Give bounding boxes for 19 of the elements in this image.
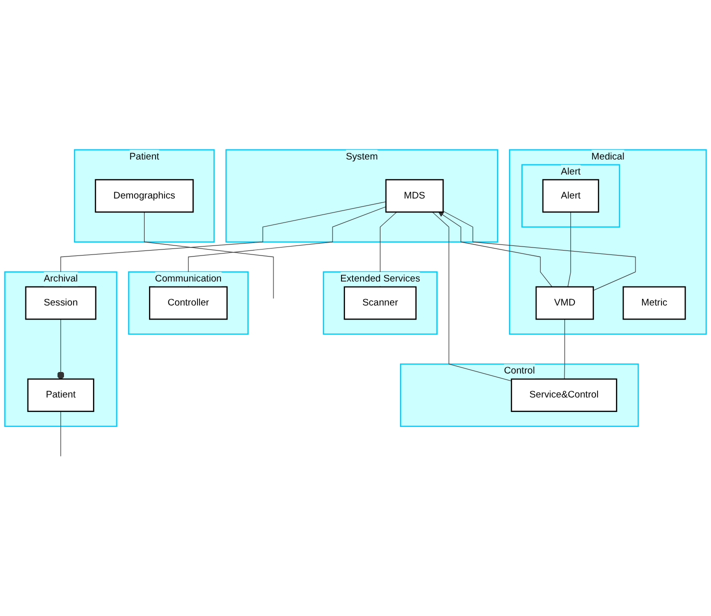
node-box: Controller: [149, 286, 228, 320]
node-box: Demographics: [94, 180, 194, 214]
node-box: Service&Control: [510, 378, 618, 412]
node-box: MDS: [385, 180, 444, 214]
connector: [57, 319, 64, 380]
connector: [60, 412, 62, 458]
node-box: Scanner: [344, 286, 417, 320]
connector: [442, 211, 636, 292]
node-box: Metric: [622, 286, 686, 320]
node-box: Session: [25, 286, 96, 320]
arrow: [438, 212, 552, 288]
connector: [432, 212, 512, 382]
node-box: VMD: [536, 286, 594, 320]
connector: [568, 212, 571, 288]
connector: [60, 202, 386, 288]
connector: [564, 319, 566, 380]
connector: [144, 212, 274, 300]
node-box: Patient: [27, 378, 94, 412]
node-box: Alert: [542, 180, 600, 214]
